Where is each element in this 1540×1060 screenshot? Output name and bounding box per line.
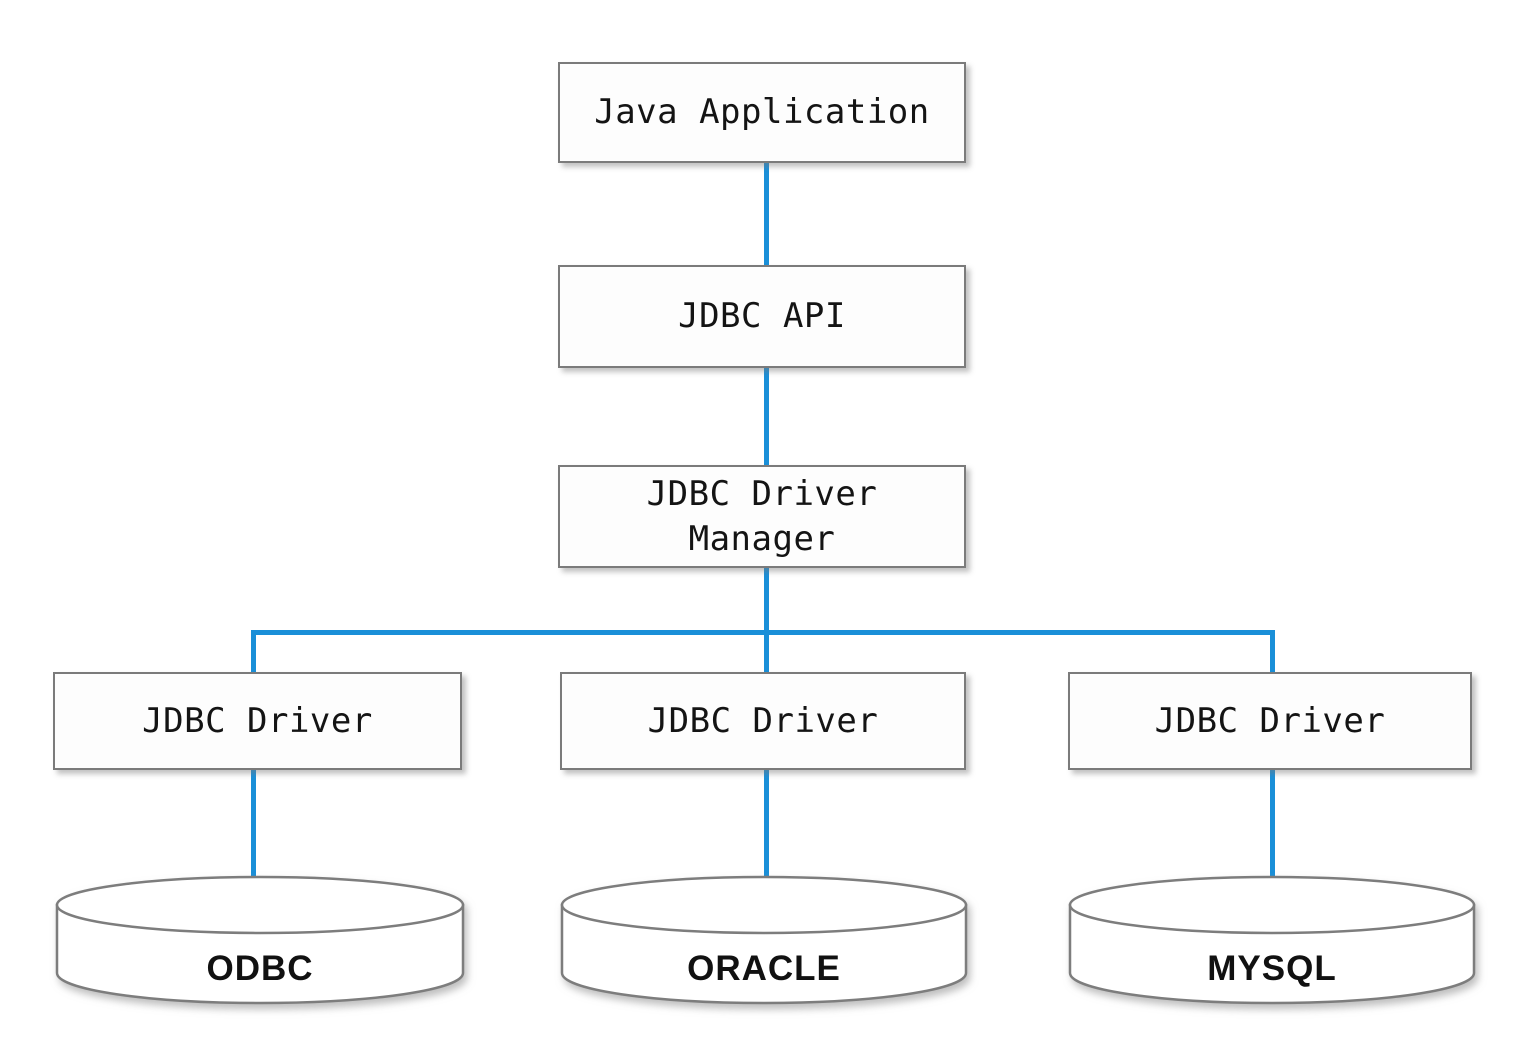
connector-driver-manager-to-bus — [764, 566, 769, 636]
connector-app-to-api — [764, 160, 769, 268]
database-oracle-label: ORACLE — [687, 949, 841, 988]
node-jdbc-driver-mysql-label: JDBC Driver — [1154, 700, 1386, 741]
connector-bus-to-driver-odbc — [251, 630, 256, 674]
connector-bus-to-driver-oracle — [764, 630, 769, 674]
connector-api-to-driver-manager — [764, 366, 769, 468]
connector-driver-to-oracle-db — [764, 766, 769, 884]
node-jdbc-driver-odbc-label: JDBC Driver — [142, 700, 373, 741]
database-cylinder-icon — [1068, 875, 1476, 1005]
connector-driver-to-odbc-db — [251, 766, 256, 884]
connector-bus-to-driver-mysql — [1270, 630, 1275, 674]
node-jdbc-api-label: JDBC API — [678, 296, 846, 337]
node-jdbc-api[interactable]: JDBC API — [558, 265, 966, 368]
connector-driver-bus — [251, 630, 1275, 635]
database-cylinder-icon — [55, 875, 465, 1005]
node-jdbc-driver-mysql[interactable]: JDBC Driver — [1068, 672, 1472, 770]
node-java-application[interactable]: Java Application — [558, 62, 966, 163]
node-jdbc-driver-odbc[interactable]: JDBC Driver — [53, 672, 462, 770]
database-oracle[interactable]: ORACLE — [560, 875, 968, 1005]
database-odbc[interactable]: ODBC — [55, 875, 465, 1005]
node-jdbc-driver-oracle-label: JDBC Driver — [647, 700, 879, 741]
node-java-application-label: Java Application — [594, 92, 930, 133]
node-jdbc-driver-oracle[interactable]: JDBC Driver — [560, 672, 966, 770]
database-mysql[interactable]: MYSQL — [1068, 875, 1476, 1005]
node-jdbc-driver-manager-label: JDBC Driver Manager — [646, 474, 878, 559]
database-odbc-label: ODBC — [206, 949, 314, 988]
database-cylinder-icon — [560, 875, 968, 1005]
database-mysql-label: MYSQL — [1207, 949, 1337, 988]
node-jdbc-driver-manager[interactable]: JDBC Driver Manager — [558, 465, 966, 568]
connector-driver-to-mysql-db — [1270, 766, 1275, 884]
